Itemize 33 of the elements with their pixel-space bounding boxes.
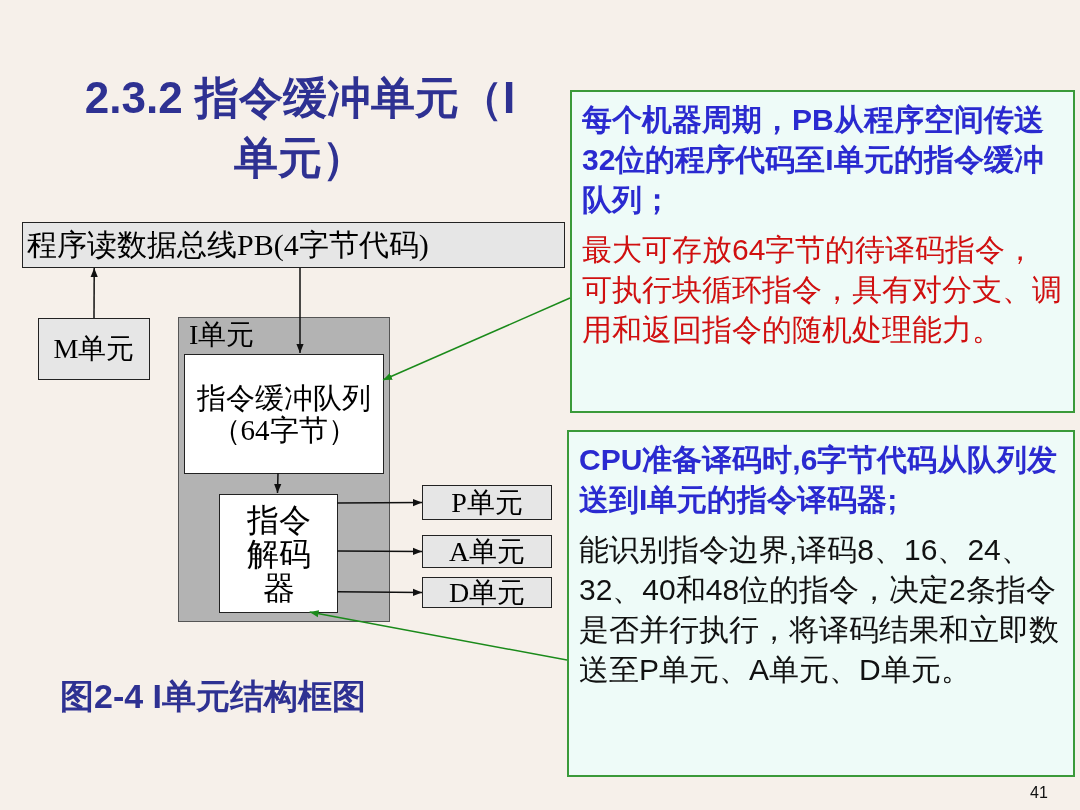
arrow: [336, 547, 423, 556]
page-number: 41: [1030, 784, 1048, 802]
arrow: [296, 267, 304, 354]
unit-label: 指令解码器: [245, 502, 312, 605]
note-box: [570, 90, 1075, 413]
note-box: [567, 430, 1075, 777]
note-text: 最大可存放64字节的待译码指令，可执行块循环指令，具有对分支、调用和返回指令的随机处理能力。: [582, 232, 1063, 348]
slide-title: 2.3.2 指令缓冲单元（I单元）: [83, 72, 517, 184]
group-title: I单元: [189, 320, 255, 350]
unit-label: D单元: [448, 575, 526, 610]
note-text: CPU准备译码时,6字节代码从队列发送到I单元的指令译码器;: [579, 442, 1059, 518]
unit-label: 指令缓冲队列（64字节）: [196, 382, 372, 446]
leader-line: [308, 610, 568, 661]
arrow: [336, 588, 423, 596]
decoder-box: [219, 494, 338, 613]
unit-group-box: [178, 317, 390, 622]
unit-label: P单元: [451, 485, 523, 520]
figure-caption: 图2-4 I单元结构框图: [60, 676, 368, 717]
note-text: 能识别指令边界,译码8、16、24、32、40和48位的指令，决定2条指令是否并行执行，将译码结果和立即数送至P单元、A单元、D单元。: [579, 532, 1060, 688]
arrow: [336, 498, 423, 507]
unit-label: A单元: [448, 534, 526, 569]
note-text: 每个机器周期，PB从程序空间传送32位的程序代码至I单元的指令缓冲队列；: [582, 102, 1045, 218]
unit-box: [38, 318, 150, 380]
queue-box: [184, 354, 384, 474]
unit-label: M单元: [53, 332, 135, 366]
leader-line: [382, 297, 571, 381]
arrow: [274, 472, 282, 494]
bus-box: [22, 222, 565, 268]
arrow: [90, 267, 98, 319]
unit-label: 程序读数据总线PB(4字节代码): [27, 228, 429, 261]
unit-box: [422, 485, 552, 520]
unit-box: [422, 535, 552, 568]
unit-box: [422, 577, 552, 608]
